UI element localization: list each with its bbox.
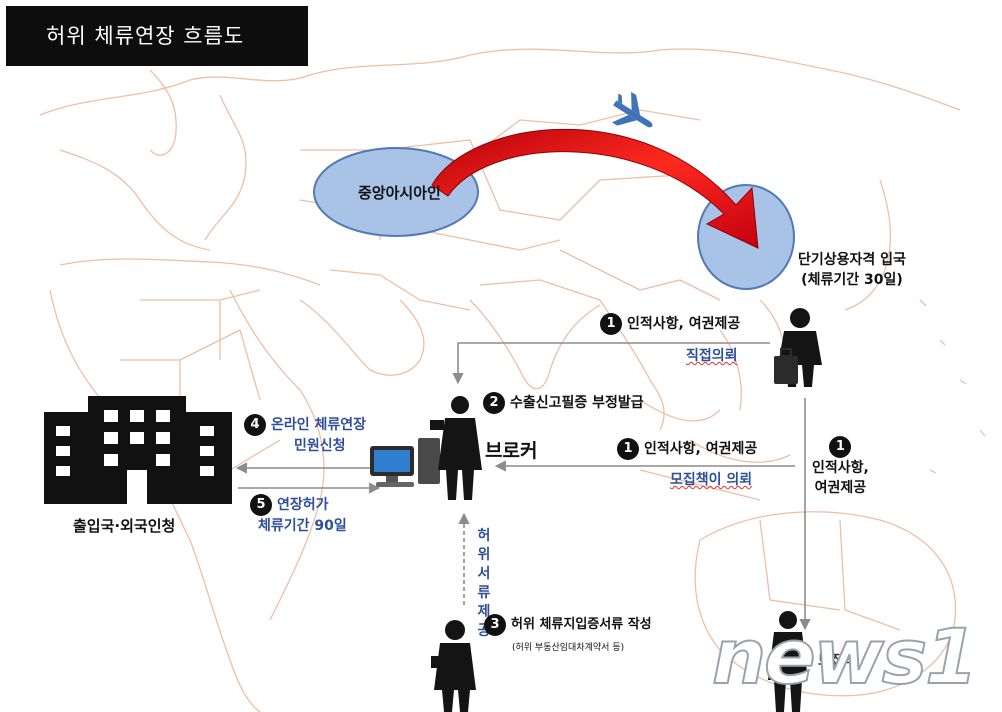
step-number-5: 5 bbox=[250, 494, 272, 516]
step1-mid-label: 1 인적사항, 여권제공 bbox=[617, 438, 757, 460]
step1-right-label: 1 인적사항, 여권제공 bbox=[812, 436, 869, 498]
step5-line1: 연장허가 bbox=[277, 497, 329, 513]
traveller-figure-icon bbox=[774, 308, 822, 387]
step1-top-text: 인적사항, 여권제공 bbox=[627, 316, 741, 332]
diagram-title: 허위 체류연장 흐름도 bbox=[6, 6, 308, 66]
migration-arrow bbox=[431, 128, 759, 249]
building-icon bbox=[44, 396, 232, 504]
map-outlines bbox=[39, 48, 986, 712]
central-asia-label: 중앙아시아인 bbox=[358, 184, 441, 202]
step4-line1: 온라인 체류연장 bbox=[271, 417, 367, 433]
broker-label: 브로커 bbox=[485, 440, 538, 462]
recruiter-label: 모집책 bbox=[818, 653, 857, 669]
entry-label-line2: (체류기간 30일) bbox=[801, 272, 903, 288]
step-number-3: 3 bbox=[484, 613, 506, 636]
step2-label: 2 수출신고필증 부정발급 bbox=[483, 392, 644, 414]
step-number-1: 1 bbox=[600, 313, 622, 335]
step-number-2: 2 bbox=[483, 392, 505, 414]
immigration-label: 출입국·외국인청 bbox=[73, 517, 176, 535]
airplane-icon bbox=[611, 91, 653, 128]
step1-top-sublabel: 직접의뢰 bbox=[686, 348, 738, 364]
step4-line2: 민원신청 bbox=[294, 438, 346, 454]
step3-text: 허위 체류지입증서류 작성 bbox=[511, 617, 652, 632]
entry-label-line1: 단기상용자격 입국 bbox=[798, 252, 906, 268]
step1-mid-sublabel: 모집책이 의뢰 bbox=[670, 472, 753, 488]
step5-label: 5 연장허가 체류기간 90일 bbox=[250, 494, 347, 536]
flow-arrows bbox=[235, 342, 811, 631]
step-number-1b: 1 bbox=[617, 438, 639, 460]
step1-right-line1: 인적사항, bbox=[812, 460, 869, 476]
forger-figure-icon bbox=[431, 620, 476, 712]
step2-text: 수출신고필증 부정발급 bbox=[510, 395, 644, 411]
step1-right-line2: 여권제공 bbox=[814, 480, 867, 496]
step3-sublabel: (허위 부동산임대차계약서 등) bbox=[512, 643, 625, 653]
step4-label: 4 온라인 체류연장 민원신청 bbox=[244, 414, 366, 456]
computer-icon bbox=[370, 438, 440, 487]
false-documents-vertical-label: 허위 서류 제공 bbox=[472, 527, 496, 641]
entry-label: 단기상용자격 입국 (체류기간 30일) bbox=[798, 250, 906, 290]
step-number-1c: 1 bbox=[829, 436, 852, 458]
vertical-text-1: 허위 bbox=[477, 528, 491, 563]
step5-line2: 체류기간 90일 bbox=[258, 518, 347, 534]
step-number-4: 4 bbox=[244, 414, 266, 436]
step1-mid-text: 인적사항, 여권제공 bbox=[644, 441, 758, 457]
recruiter-figure-icon bbox=[768, 611, 808, 712]
central-asia-region bbox=[313, 147, 479, 237]
vertical-text-2: 서류 bbox=[477, 566, 491, 601]
broker-figure-icon bbox=[430, 396, 482, 500]
step1-top-label: 1 인적사항, 여권제공 bbox=[600, 313, 740, 335]
news1-watermark-logo: news1 bbox=[711, 611, 979, 702]
step3-label: 3 허위 체류지입증서류 작성 bbox=[484, 613, 652, 636]
